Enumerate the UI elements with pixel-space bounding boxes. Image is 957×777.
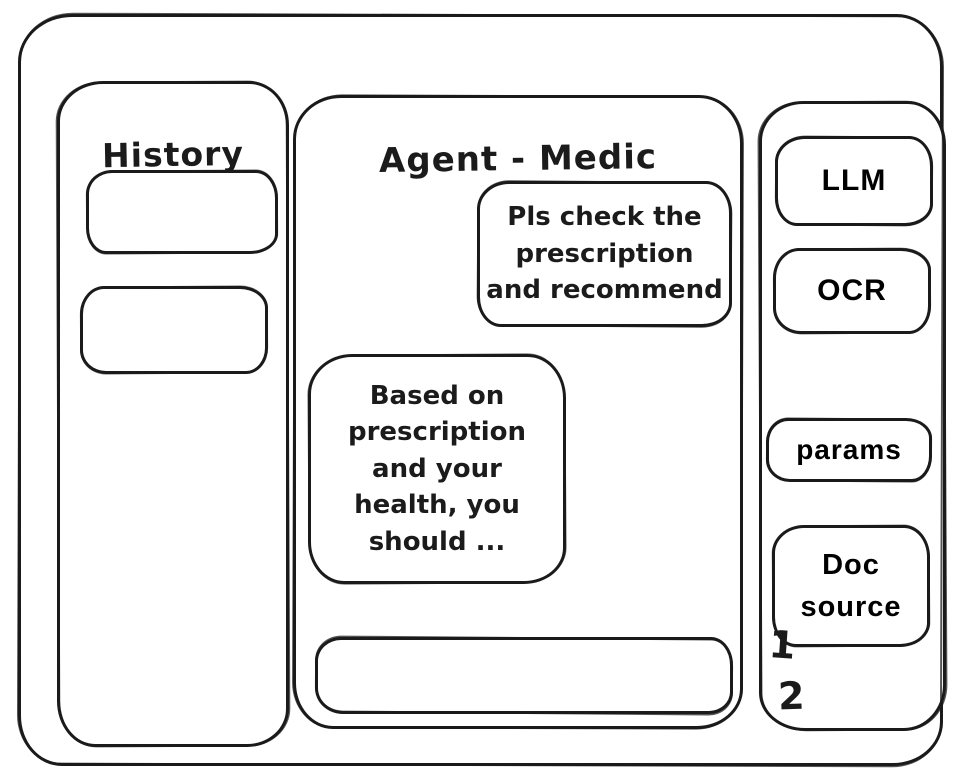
tool-ocr-button[interactable]: OCR bbox=[773, 248, 931, 334]
history-sidebar: History bbox=[57, 81, 289, 747]
tools-panel: LLM OCR params Doc source bbox=[759, 101, 946, 731]
chat-input[interactable] bbox=[328, 644, 724, 707]
chat-title: Agent - Medic bbox=[378, 136, 658, 181]
tool-llm-button[interactable]: LLM bbox=[775, 136, 933, 226]
annotation-number-2: 2 bbox=[777, 673, 806, 719]
history-item[interactable] bbox=[86, 170, 278, 254]
app-window: History Agent - Medic Pls check the pres… bbox=[18, 14, 946, 766]
history-item[interactable] bbox=[80, 286, 268, 374]
chat-panel: Agent - Medic Pls check the prescription… bbox=[293, 95, 743, 729]
chat-input-box[interactable] bbox=[315, 637, 733, 714]
assistant-message-bubble: Based on prescription and your health, y… bbox=[308, 354, 566, 584]
user-message-bubble: Pls check the prescription and recommend bbox=[477, 181, 732, 327]
annotation-number-1: 1 bbox=[767, 622, 797, 668]
tool-params-button[interactable]: params bbox=[766, 418, 932, 482]
tool-doc-source-button[interactable]: Doc source bbox=[772, 525, 930, 647]
